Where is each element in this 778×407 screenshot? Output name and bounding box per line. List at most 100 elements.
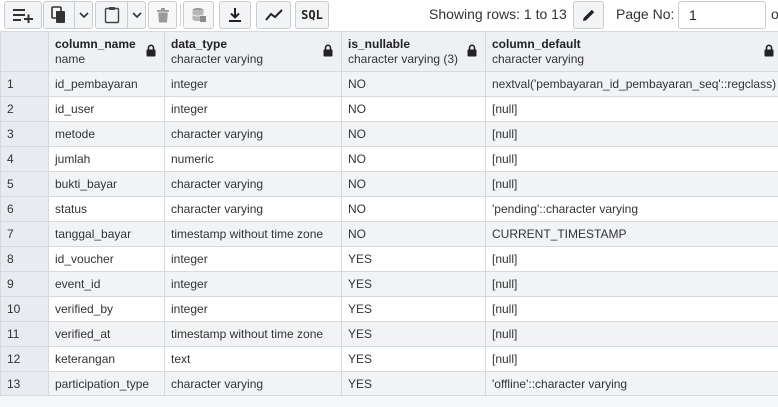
- is-nullable-cell[interactable]: YES: [341, 371, 486, 395]
- data-type-cell[interactable]: character varying: [164, 121, 342, 147]
- column-name-cell[interactable]: id_voucher: [48, 246, 165, 272]
- column-default-cell[interactable]: 'offline'::character varying: [485, 371, 778, 395]
- column-default-cell[interactable]: 'pending'::character varying: [485, 196, 778, 222]
- column-name-cell[interactable]: jumlah: [48, 146, 165, 172]
- add-row-button[interactable]: [4, 1, 42, 29]
- data-type-cell[interactable]: text: [164, 346, 342, 372]
- row-number-cell[interactable]: 1: [0, 71, 49, 97]
- row-number-cell[interactable]: 7: [0, 221, 49, 247]
- is-nullable-cell[interactable]: YES: [341, 271, 486, 297]
- data-type-cell[interactable]: numeric: [164, 146, 342, 172]
- grid-bottom-strip: [0, 395, 778, 407]
- data-type-cell[interactable]: timestamp without time zone: [164, 321, 342, 347]
- column-name-cell[interactable]: participation_type: [48, 371, 165, 395]
- row-number-cell[interactable]: 2: [0, 96, 49, 122]
- row-number-cell[interactable]: 12: [0, 346, 49, 372]
- column-name-cell[interactable]: verified_at: [48, 321, 165, 347]
- column-name-cell[interactable]: status: [48, 196, 165, 222]
- row-number-cell[interactable]: 11: [0, 321, 49, 347]
- is-nullable-cell[interactable]: YES: [341, 321, 486, 347]
- column-default-cell[interactable]: [null]: [485, 146, 778, 172]
- edit-rows-button[interactable]: [573, 1, 604, 29]
- is-nullable-cell[interactable]: YES: [341, 296, 486, 322]
- column-default-cell[interactable]: [null]: [485, 96, 778, 122]
- row-number-cell[interactable]: 10: [0, 296, 49, 322]
- is-nullable-cell[interactable]: YES: [341, 346, 486, 372]
- column-name-cell[interactable]: bukti_bayar: [48, 171, 165, 197]
- column-name-cell[interactable]: metode: [48, 121, 165, 147]
- paste-button[interactable]: [96, 2, 127, 28]
- add-row-icon: [13, 9, 33, 23]
- is-nullable-cell[interactable]: NO: [341, 146, 486, 172]
- data-type-cell[interactable]: integer: [164, 296, 342, 322]
- row-number-cell[interactable]: 13: [0, 371, 49, 395]
- column-name-cell[interactable]: event_id: [48, 271, 165, 297]
- column-name-cell[interactable]: id_user: [48, 96, 165, 122]
- data-type-cell[interactable]: integer: [164, 96, 342, 122]
- data-type-cell[interactable]: timestamp without time zone: [164, 221, 342, 247]
- column-default-cell[interactable]: [null]: [485, 246, 778, 272]
- column-default-cell[interactable]: [null]: [485, 321, 778, 347]
- data-type-cell[interactable]: character varying: [164, 196, 342, 222]
- copy-dropdown-button[interactable]: [74, 2, 92, 28]
- column-default-cell[interactable]: nextval('pembayaran_id_pembayaran_seq'::…: [485, 71, 778, 97]
- row-number-cell[interactable]: 9: [0, 271, 49, 297]
- select-all-corner[interactable]: [0, 31, 49, 72]
- row-number-cell[interactable]: 5: [0, 171, 49, 197]
- data-type-cell[interactable]: integer: [164, 71, 342, 97]
- column-header[interactable]: is_nullable character varying (3): [341, 31, 486, 72]
- data-type-cell[interactable]: character varying: [164, 171, 342, 197]
- row-number-cell[interactable]: 4: [0, 146, 49, 172]
- save-data-button[interactable]: [183, 1, 214, 29]
- column-default-cell[interactable]: [null]: [485, 346, 778, 372]
- column-default-cell[interactable]: CURRENT_TIMESTAMP: [485, 221, 778, 247]
- is-nullable-cell[interactable]: NO: [341, 196, 486, 222]
- data-type-cell[interactable]: character varying: [164, 371, 342, 395]
- column-name-cell[interactable]: keterangan: [48, 346, 165, 372]
- paste-dropdown-button[interactable]: [127, 2, 145, 28]
- data-type-cell[interactable]: integer: [164, 271, 342, 297]
- copy-button[interactable]: [44, 2, 74, 28]
- results-table: column_name name data_type character var…: [0, 31, 778, 395]
- delete-row-button[interactable]: [148, 1, 177, 29]
- column-name-cell[interactable]: verified_by: [48, 296, 165, 322]
- graph-visualiser-button[interactable]: [256, 1, 291, 29]
- download-icon: [229, 8, 241, 22]
- is-nullable-cell[interactable]: NO: [341, 121, 486, 147]
- is-nullable-cell[interactable]: NO: [341, 71, 486, 97]
- column-default-cell[interactable]: [null]: [485, 171, 778, 197]
- column-name-cell[interactable]: tanggal_bayar: [48, 221, 165, 247]
- is-nullable-cell[interactable]: NO: [341, 221, 486, 247]
- column-default-cell[interactable]: [null]: [485, 271, 778, 297]
- column-header[interactable]: column_name name: [48, 31, 165, 72]
- column-default-cell[interactable]: [null]: [485, 296, 778, 322]
- column-header[interactable]: column_default character varying: [485, 31, 778, 72]
- data-type-cell[interactable]: integer: [164, 246, 342, 272]
- column-header[interactable]: data_type character varying: [164, 31, 342, 72]
- lock-icon: [323, 44, 333, 57]
- page-number-input[interactable]: [678, 1, 766, 29]
- sql-button[interactable]: SQL: [295, 1, 329, 29]
- row-number-cell[interactable]: 6: [0, 196, 49, 222]
- is-nullable-cell[interactable]: YES: [341, 246, 486, 272]
- row-number-cell[interactable]: 3: [0, 121, 49, 147]
- download-button[interactable]: [219, 1, 251, 29]
- is-nullable-cell[interactable]: NO: [341, 171, 486, 197]
- column-default-cell[interactable]: [null]: [485, 121, 778, 147]
- is-nullable-cell[interactable]: NO: [341, 96, 486, 122]
- column-name-cell[interactable]: id_pembayaran: [48, 71, 165, 97]
- row-number-cell[interactable]: 8: [0, 246, 49, 272]
